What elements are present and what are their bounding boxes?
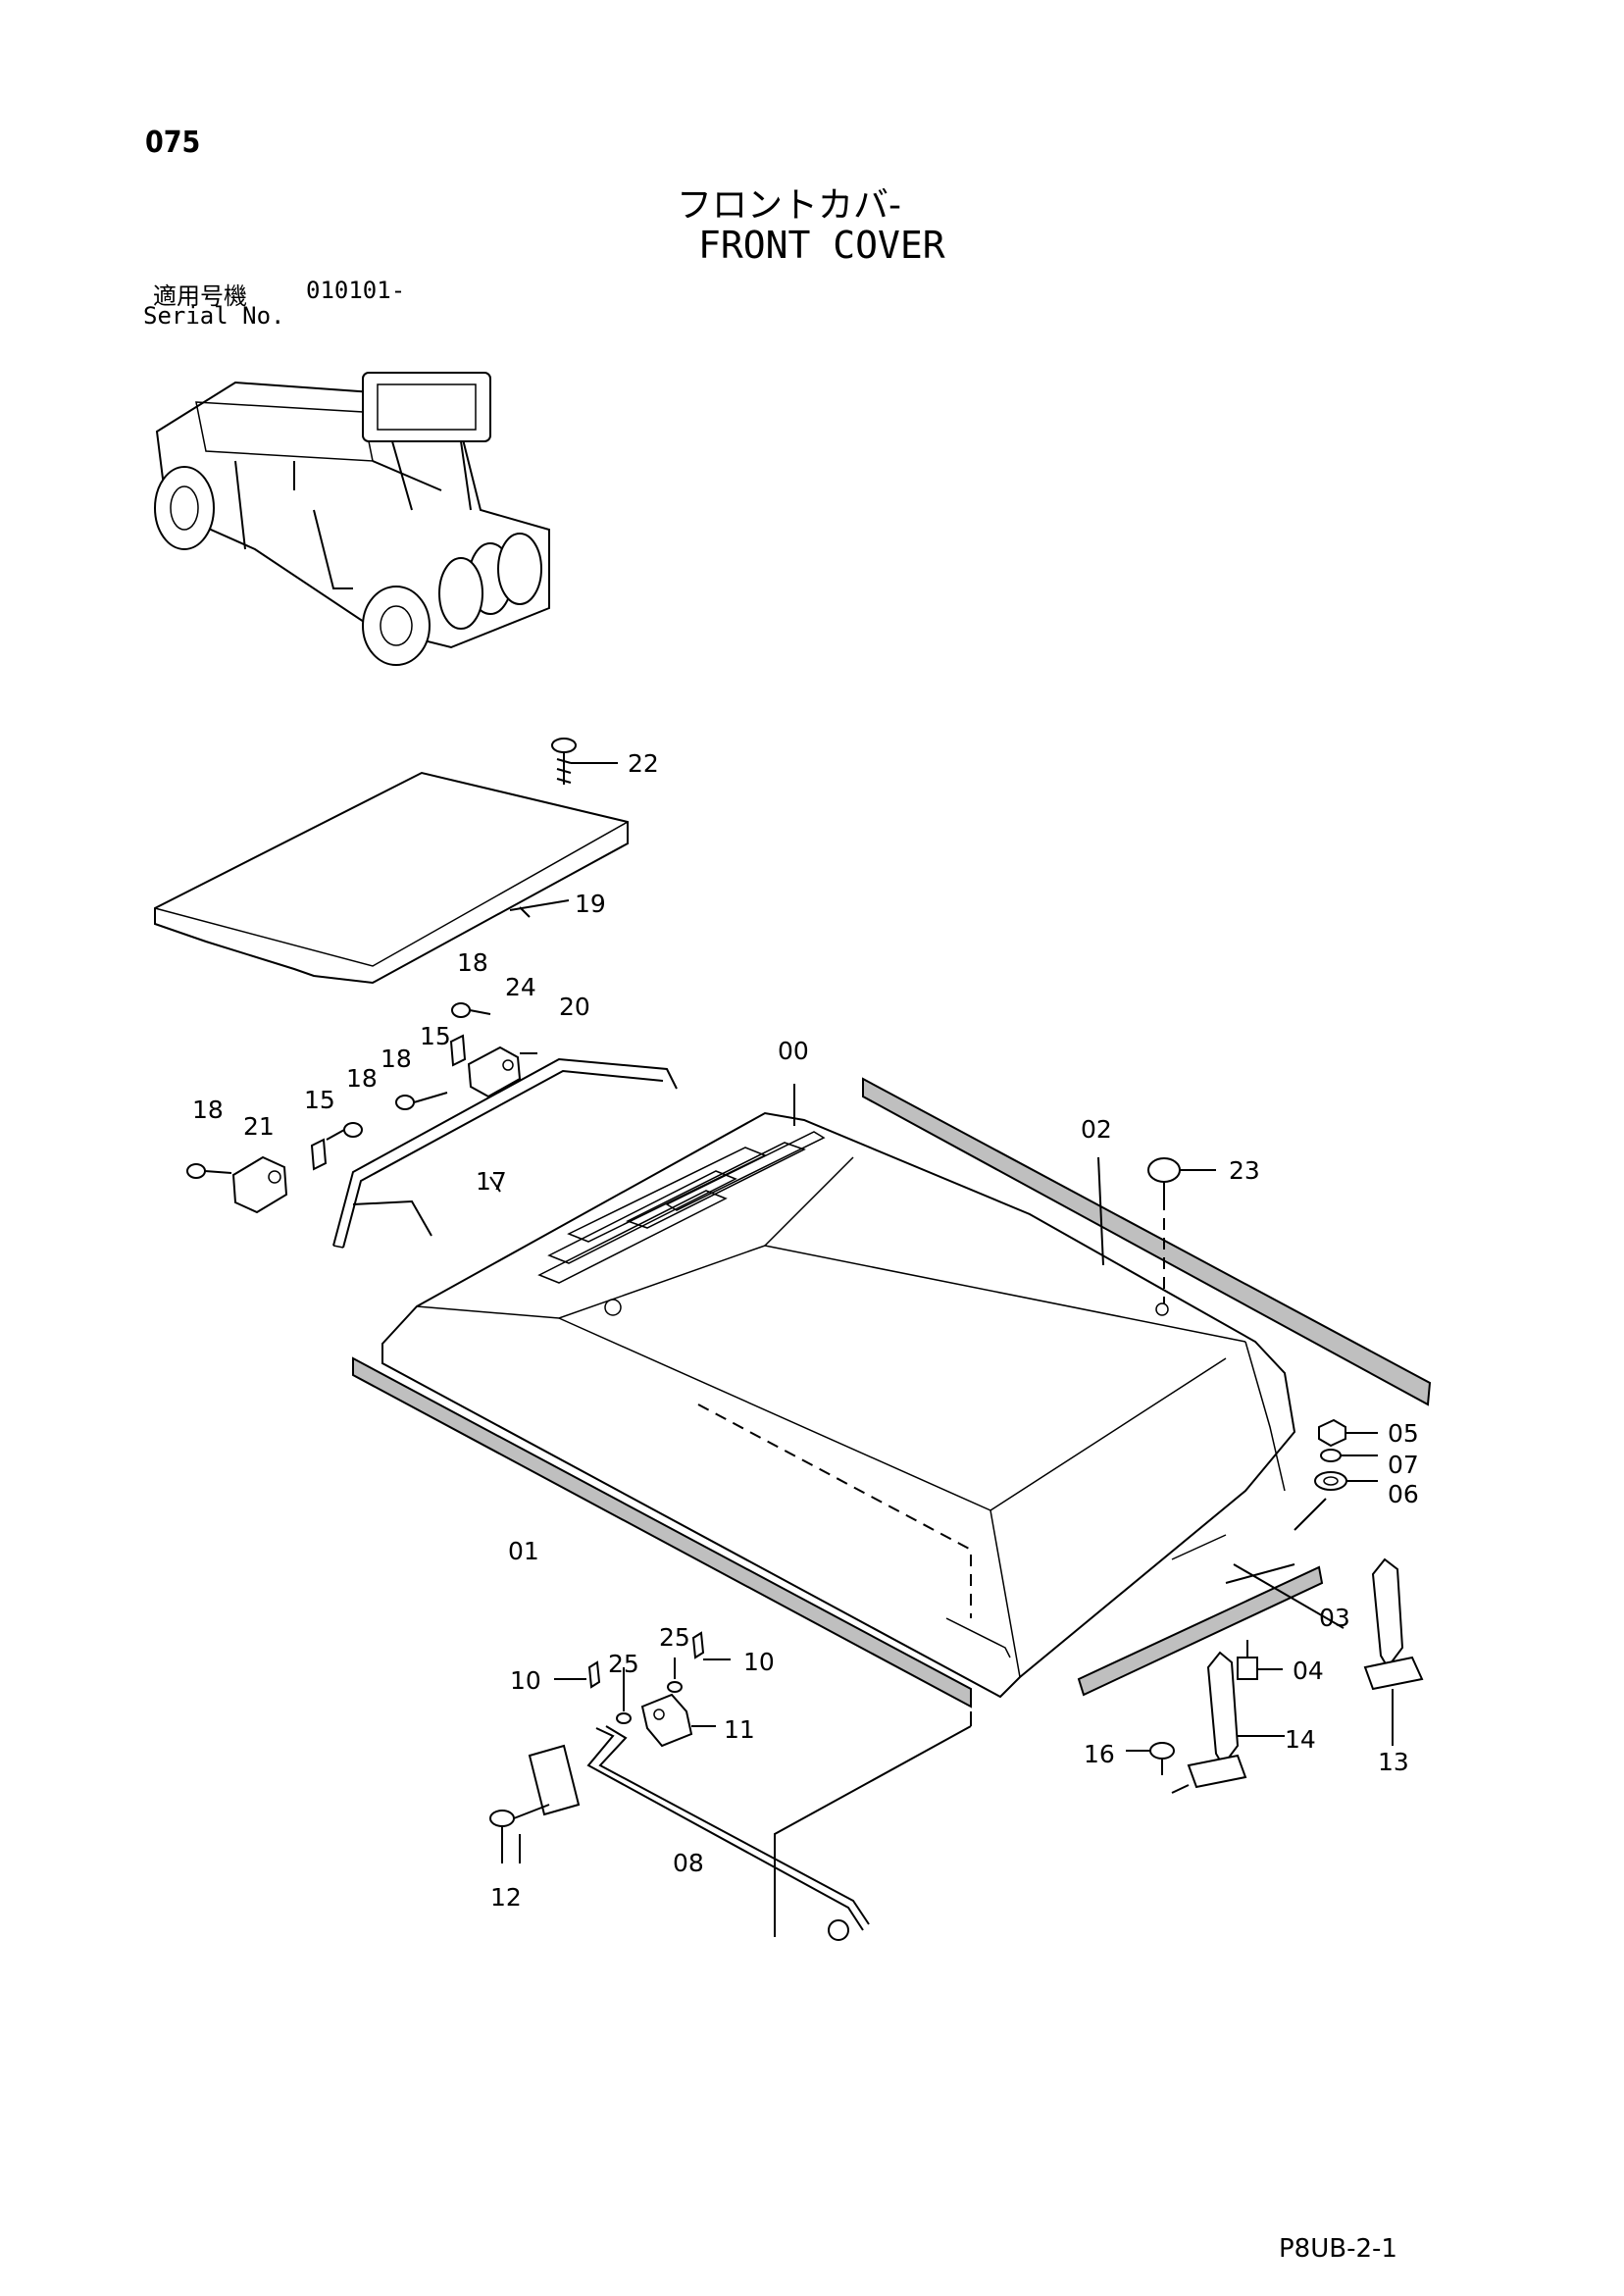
part-14-latch	[1187, 1651, 1285, 1789]
part-19-plate	[154, 771, 629, 985]
part-03-strip	[1077, 1565, 1324, 1697]
part-23-cap	[1147, 1157, 1216, 1304]
part-15-clips	[310, 1034, 467, 1171]
machine-thumbnail	[154, 372, 550, 666]
part-02-strip	[862, 1077, 1432, 1406]
callout-06: 06	[1388, 1480, 1419, 1508]
callout-10: 10	[510, 1666, 541, 1695]
part-11-bracket	[640, 1693, 716, 1748]
callout-labels: 22 19 18 24 20 15 18 00 18 15 18 21 17 0…	[192, 749, 1419, 1912]
callout-13: 13	[1378, 1748, 1409, 1776]
callout-17: 17	[476, 1167, 507, 1196]
callout-15: 15	[304, 1086, 335, 1114]
part-16-bolt	[1126, 1742, 1175, 1775]
callout-08: 08	[673, 1849, 704, 1877]
title-japanese: フロントカバ-	[677, 185, 901, 226]
callout-07: 07	[1388, 1451, 1419, 1479]
callout-25: 25	[659, 1623, 690, 1652]
page-number: 075	[145, 126, 201, 160]
callout-19: 19	[575, 890, 606, 918]
callout-18: 18	[457, 948, 488, 977]
callout-25: 25	[608, 1650, 639, 1678]
callout-11: 11	[724, 1715, 755, 1744]
callout-16: 16	[1084, 1740, 1115, 1768]
callout-23: 23	[1229, 1156, 1260, 1185]
part-21-hinge	[231, 1155, 288, 1214]
callout-18: 18	[381, 1045, 412, 1073]
callout-22: 22	[628, 749, 659, 778]
callout-00: 00	[778, 1037, 809, 1065]
callout-12: 12	[490, 1883, 522, 1912]
serial-value: 010101-	[306, 277, 406, 304]
callout-05: 05	[1388, 1419, 1419, 1448]
callout-03: 03	[1319, 1604, 1350, 1632]
part-01-strip	[352, 1356, 972, 1709]
leader-lines	[489, 906, 1345, 1937]
callout-18: 18	[192, 1096, 224, 1124]
part-00-front-cover	[381, 1111, 1296, 1699]
part-22-bolt	[551, 738, 618, 785]
part-17-20-rod	[332, 1057, 678, 1249]
part-05-07-06-nut-washers	[1314, 1418, 1378, 1491]
drawing-code: P8UB-2-1	[1279, 2234, 1397, 2264]
part-13-latch	[1363, 1557, 1424, 1746]
part-24-hinge	[467, 1046, 522, 1098]
part-08-rod	[586, 1725, 870, 1941]
serial-label-japanese: 適用号機	[153, 282, 247, 310]
part-18-bolts	[186, 1002, 491, 1179]
callout-01: 01	[508, 1537, 539, 1565]
part-10-25-clips-washers	[554, 1631, 731, 1724]
callout-21: 21	[243, 1112, 275, 1141]
callout-02: 02	[1081, 1115, 1112, 1144]
callout-10: 10	[743, 1648, 775, 1676]
part-04-bumper	[1237, 1640, 1283, 1680]
serial-label-english: Serial No.	[143, 302, 285, 330]
callout-15: 15	[420, 1022, 451, 1050]
callout-24: 24	[505, 973, 536, 1001]
part-12-bolt	[489, 1744, 581, 1863]
callout-20: 20	[559, 993, 590, 1021]
callout-14: 14	[1285, 1725, 1316, 1754]
callout-04: 04	[1293, 1657, 1324, 1685]
callout-18: 18	[346, 1064, 378, 1093]
title-english: FRONT COVER	[698, 224, 945, 267]
